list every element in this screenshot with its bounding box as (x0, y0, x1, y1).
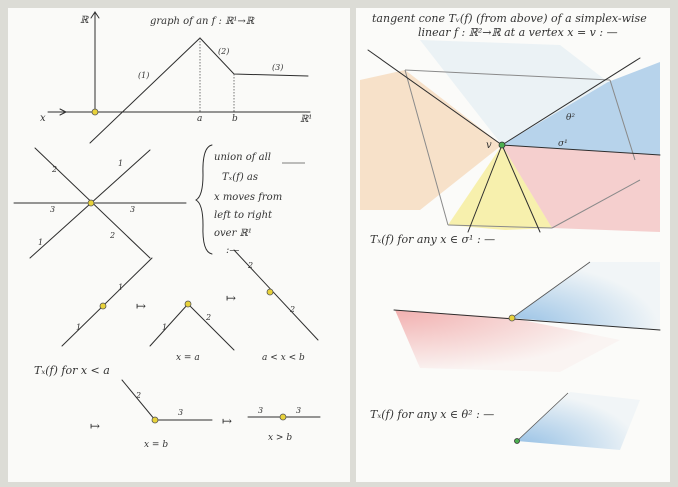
right-title-line2: linear f : ℝ²→ℝ at a vertex x = v : — (418, 26, 618, 39)
cone5-label-a: 3 (258, 406, 263, 415)
cone3-label-a: 2 (247, 261, 253, 270)
caption-x-eq-b: x = b (144, 440, 168, 450)
graph-of-f (47, 11, 311, 144)
caption-theta: Tₓ(f) for any x ∈ θ² : — (370, 408, 494, 421)
union-line-4: left to right (214, 210, 273, 221)
caption-x-lt-a: Tₓ(f) for x < a (34, 364, 110, 377)
left-page (8, 8, 350, 482)
maps-to-3: ↦ (90, 419, 100, 433)
union-line-1: union of all (214, 152, 271, 163)
union-line-3: x moves from (214, 192, 282, 203)
star-label-2b: 2 (109, 231, 115, 240)
cone3-label-b: 2 (289, 305, 295, 314)
union-line-2: Tₓ(f) as (222, 172, 258, 183)
sigma-label: σ¹ (558, 139, 568, 149)
star-label-1a: 1 (118, 159, 123, 168)
cone4-label-a: 2 (135, 391, 141, 400)
cone5-label-b: 3 (296, 406, 301, 415)
piece-2-label: (2) (218, 47, 229, 56)
union-line-5: over ℝ¹ (214, 228, 252, 239)
maps-to-4: ↦ (222, 414, 232, 428)
cone-in-face (514, 392, 640, 450)
cone-on-edge (393, 261, 661, 372)
axis-y-label: ℝ (80, 15, 89, 26)
cone-x-eq-b (121, 379, 213, 424)
cone-x-gt-b (247, 413, 321, 421)
cone-a-lt-x-lt-b (233, 249, 319, 341)
union-star (13, 147, 187, 259)
star-label-2a: 2 (51, 165, 57, 174)
right-title-line1: tangent cone Tᵥ(f) (from above) of a sim… (372, 12, 647, 25)
union-line-6: :— (226, 245, 239, 256)
vertex-label: v (486, 140, 492, 151)
piece-3-label: (3) (272, 63, 283, 72)
cone1-label-a: 1 (118, 283, 123, 292)
caption-x-gt-b: x > b (268, 433, 292, 443)
tick-b-label: b (232, 114, 238, 124)
caption-x-eq-a: x = a (176, 353, 200, 363)
graph-title: graph of an f : ℝ¹→ℝ (150, 16, 255, 27)
star-label-3b: 3 (130, 205, 135, 214)
theta-label: θ² (566, 113, 575, 123)
axis-x-arrow-label: x (40, 113, 46, 124)
maps-to-1: ↦ (136, 299, 146, 313)
cone2-label-a: 1 (162, 323, 167, 332)
caption-a-lt-x-lt-b: a < x < b (262, 353, 305, 363)
maps-to-2: ↦ (226, 291, 236, 305)
curly-brace (194, 144, 213, 255)
cone4-label-b: 3 (178, 408, 183, 417)
cone-x-lt-a (61, 257, 153, 347)
origin-dot (91, 108, 99, 116)
union-text: union of all Tₓ(f) as x moves from left … (214, 152, 305, 256)
star-label-1b: 1 (38, 238, 43, 247)
cone2-label-b: 2 (205, 313, 211, 322)
tick-a-label: a (197, 114, 202, 124)
cone1-label-b: 1 (76, 323, 81, 332)
piece-1-label: (1) (138, 71, 149, 80)
axis-x-label: ℝ¹ (300, 114, 312, 125)
star-label-3a: 3 (50, 205, 55, 214)
tangent-cone-at-vertex (360, 40, 661, 233)
cone-x-eq-a (149, 300, 235, 351)
caption-sigma: Tₓ(f) for any x ∈ σ¹ : — (370, 233, 495, 246)
